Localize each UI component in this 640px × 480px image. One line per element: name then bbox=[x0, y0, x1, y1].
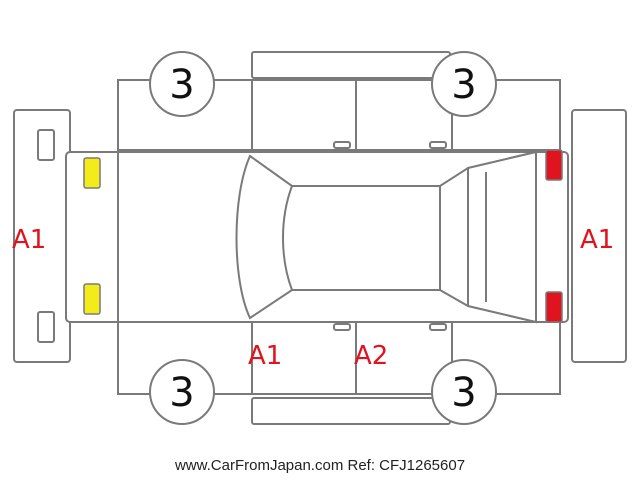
rear-lamp-lower bbox=[545, 291, 563, 323]
wheel-front-left-grade: 3 bbox=[169, 62, 194, 108]
wheel-rear-left: 3 bbox=[431, 51, 497, 117]
wheel-front-right-grade: 3 bbox=[169, 370, 194, 416]
left-rear-door-damage-label: A2 bbox=[354, 341, 388, 371]
front-bumper-damage-label: A1 bbox=[12, 225, 46, 255]
wheel-rear-right-grade: 3 bbox=[451, 370, 476, 416]
wheel-front-right: 3 bbox=[149, 359, 215, 425]
front-lamp-lower bbox=[83, 283, 101, 315]
rear-bumper-damage-label: A1 bbox=[580, 225, 614, 255]
wheel-front-left: 3 bbox=[149, 51, 215, 117]
wheel-rear-left-grade: 3 bbox=[451, 62, 476, 108]
front-lamp-upper bbox=[83, 157, 101, 189]
wheel-rear-right: 3 bbox=[431, 359, 497, 425]
left-front-door-damage-label: A1 bbox=[248, 341, 282, 371]
car-body-top-view bbox=[65, 150, 569, 324]
rear-lamp-upper bbox=[545, 149, 563, 181]
rear-bumper bbox=[571, 109, 627, 363]
reference-footer: www.CarFromJapan.com Ref: CFJ1265607 bbox=[174, 457, 466, 474]
